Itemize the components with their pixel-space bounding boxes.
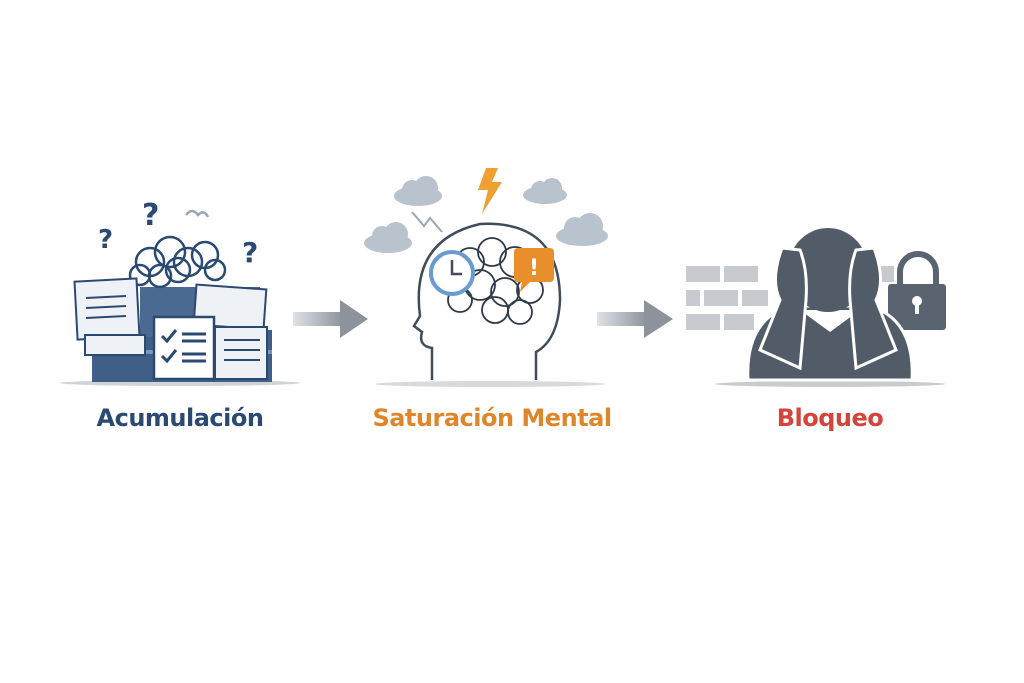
stage-label-saturacion-mental: Saturación Mental [372, 404, 612, 432]
cloud-icon [364, 176, 608, 253]
tangled-thoughts-icon [128, 235, 227, 289]
lightning-bolt-icon [478, 168, 502, 214]
question-mark-icon: ? [98, 225, 113, 255]
stage-label-acumulacion: Acumulación [96, 404, 264, 432]
question-mark-icon: ? [142, 198, 159, 233]
checklist-icon [152, 315, 216, 381]
stage-label-bloqueo: Bloqueo [776, 404, 884, 432]
svg-text:!: ! [529, 256, 539, 281]
document-pile-illustration: ? ? ? [60, 198, 300, 386]
cloud-outline-icon [185, 209, 210, 218]
tangled-thoughts-icon [447, 237, 544, 325]
brick-wall-icon [686, 266, 894, 330]
arrow-right-icon [597, 300, 673, 338]
clock-icon [429, 250, 475, 296]
lightning-outline-icon [411, 211, 443, 233]
hand-icon [758, 246, 808, 371]
overloaded-head-illustration: ! [364, 168, 608, 387]
head-profile-icon [412, 222, 562, 380]
head-icon [788, 228, 868, 312]
hand-icon [848, 246, 898, 371]
arrow-right-icon [293, 300, 368, 338]
blocked-person-illustration [686, 228, 946, 387]
question-mark-icon: ? [242, 236, 258, 269]
paper-sheet-icon [73, 277, 146, 356]
padlock-icon [888, 251, 946, 330]
alert-bubble-icon: ! [514, 248, 554, 292]
